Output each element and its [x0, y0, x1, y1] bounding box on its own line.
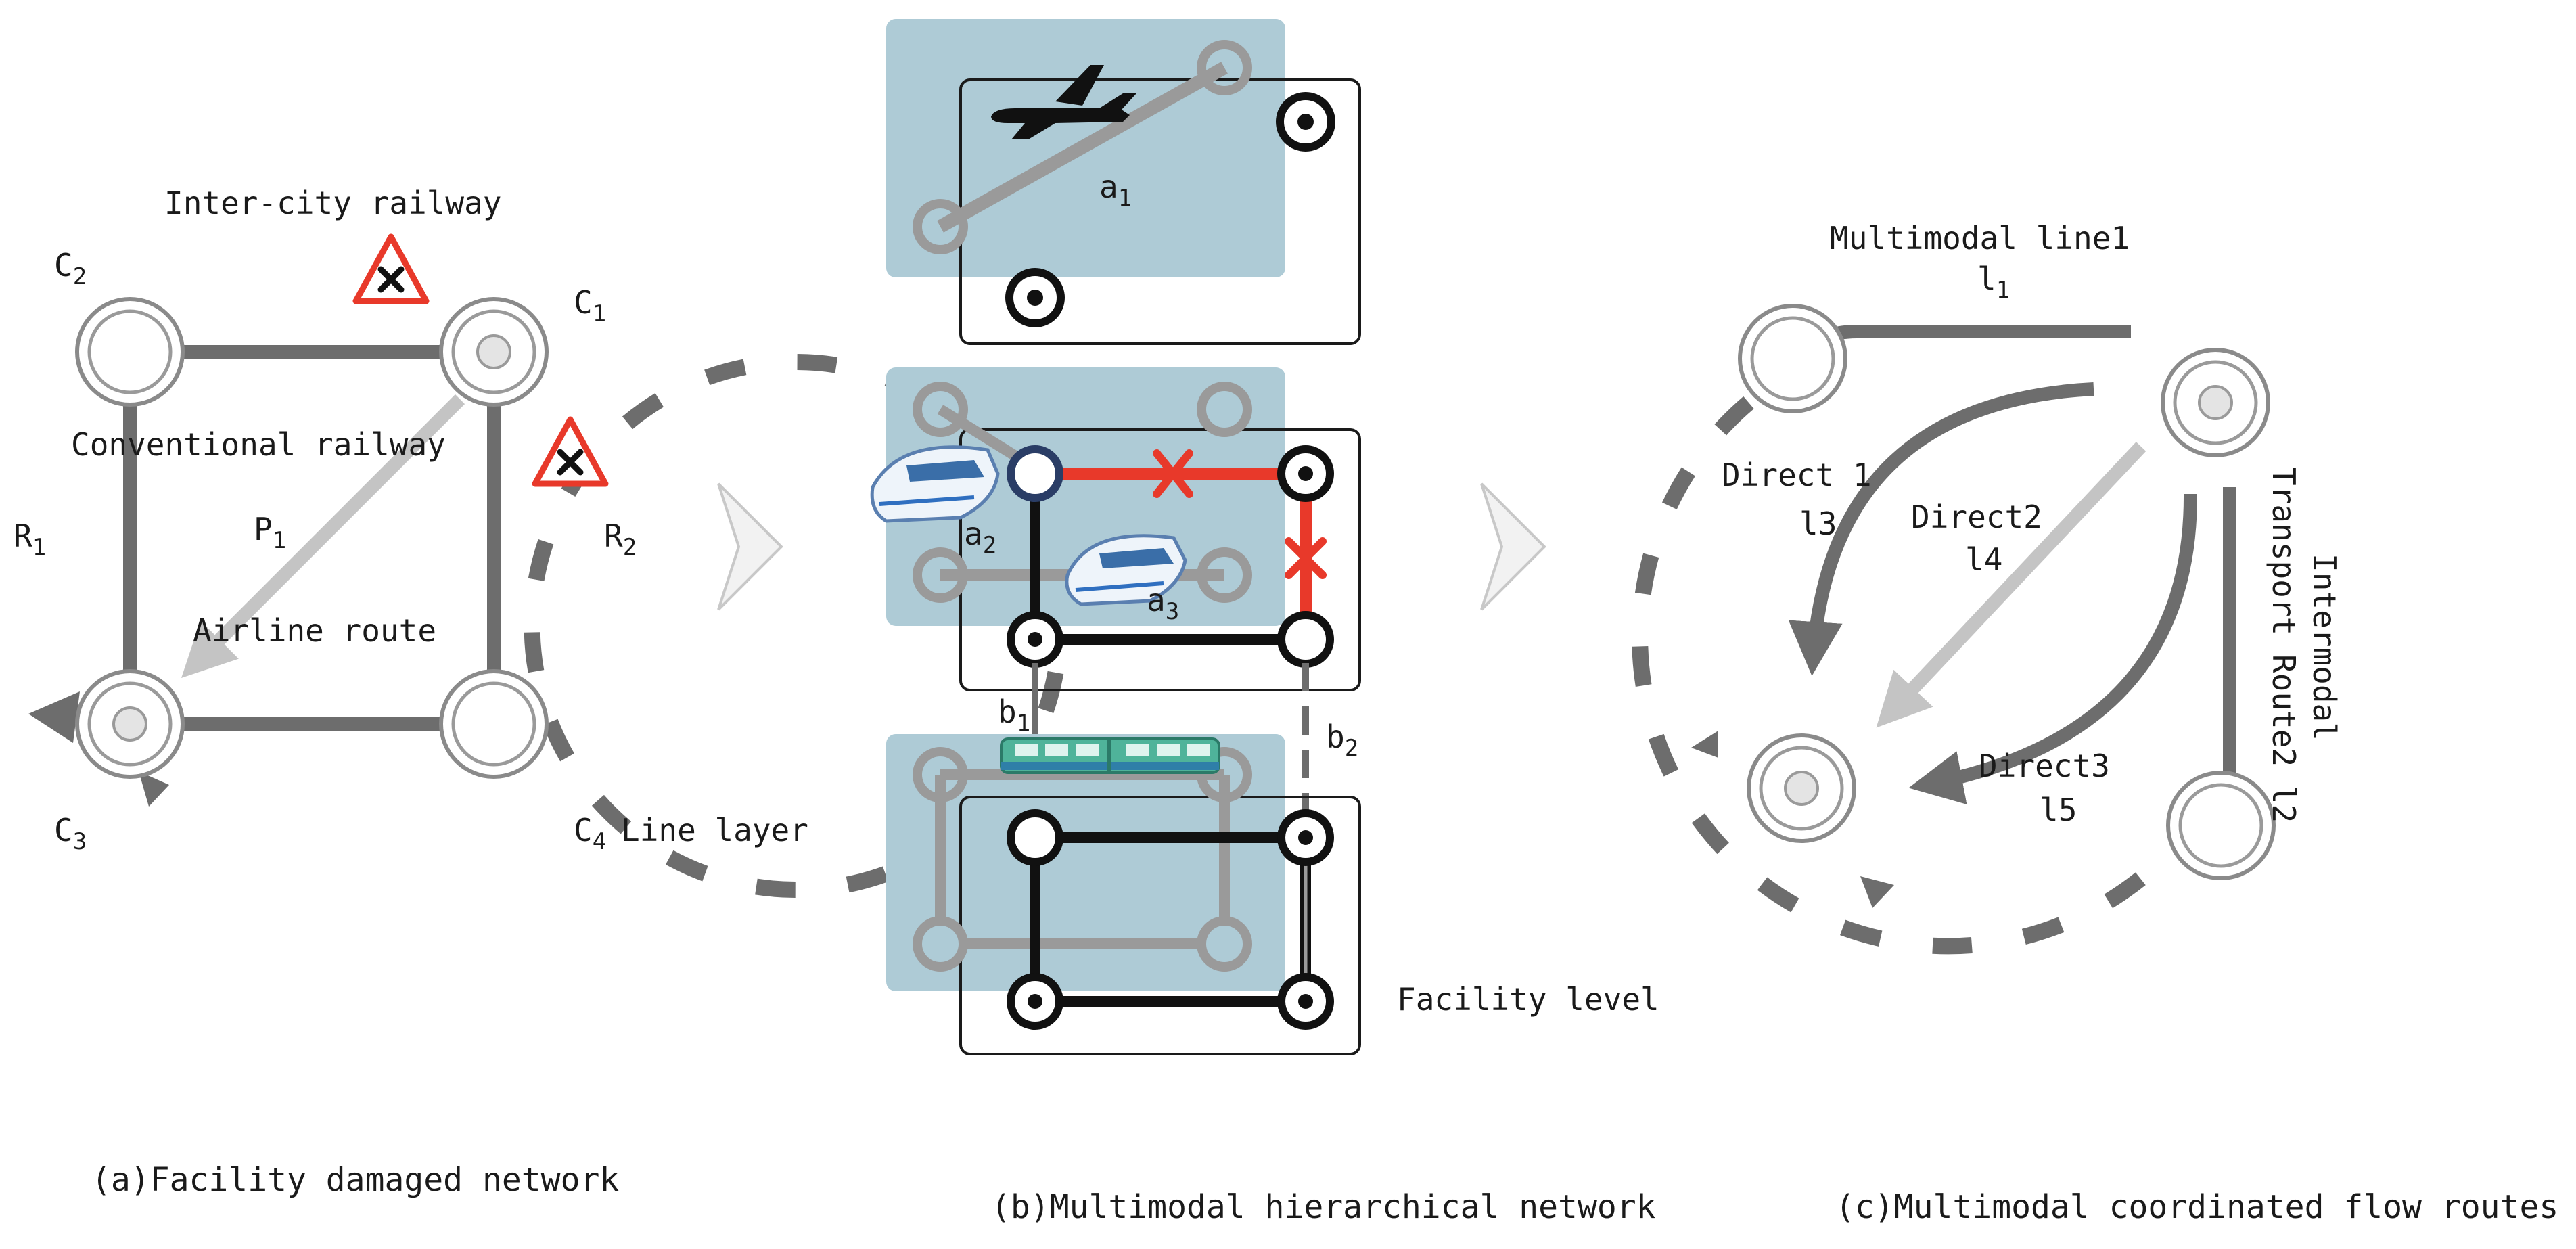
label-multimodal-line: Multimodal line1 — [1830, 220, 2130, 256]
node-c2 — [75, 297, 185, 407]
chevron-right-icon — [1480, 482, 1546, 611]
label-l5: l5 — [2040, 792, 2077, 828]
ring-intermodal-route — [1632, 396, 2153, 955]
label-p1: P1 — [254, 511, 286, 554]
terminal-node — [1007, 973, 1063, 1030]
node-c4 — [439, 669, 549, 779]
facility-node — [1197, 916, 1252, 972]
airline-route-p1 — [181, 394, 465, 678]
caption-panel-c: (c)Multimodal coordinated flow routes — [1835, 1188, 2558, 1226]
label-direct-1: Direct 1 — [1722, 457, 1872, 493]
warning-triangle-icon — [352, 233, 430, 304]
node-c-bottom-right — [2166, 771, 2276, 880]
caption-panel-a: (a)Facility damaged network — [91, 1161, 619, 1199]
rail-node — [1197, 547, 1252, 603]
label-b1: b1 — [998, 694, 1030, 737]
node-c1 — [439, 297, 549, 407]
label-l4: l4 — [1965, 541, 2002, 578]
facility-node — [913, 916, 968, 972]
terminal-node — [1007, 611, 1063, 668]
terminal-node — [1277, 973, 1334, 1030]
label-c3: C3 — [54, 812, 87, 855]
label-l1: l1 — [1977, 260, 2010, 304]
damage-x-icon — [1153, 449, 1193, 498]
label-a3: a3 — [1147, 582, 1179, 625]
label-a2: a2 — [964, 516, 996, 559]
train-icon — [1000, 737, 1220, 774]
direct-2-route — [1876, 442, 2146, 728]
terminal-node — [1005, 268, 1065, 327]
damage-x-icon — [1285, 537, 1327, 579]
node-c-top-left — [1738, 304, 1847, 413]
panel-a: Inter-city railway Conventional railway … — [14, 185, 1068, 1199]
chevron-right-icon — [717, 482, 783, 611]
label-line-layer: Line layer — [621, 812, 808, 848]
air-node — [1197, 40, 1252, 95]
station-node — [1277, 611, 1334, 668]
terminal-node — [1276, 92, 1335, 152]
label-l3: l3 — [1799, 505, 1837, 542]
ring-arrowhead-left — [1691, 731, 1718, 758]
node-c-right — [2161, 348, 2270, 457]
rail-node — [913, 382, 968, 437]
label-r1: R1 — [14, 518, 46, 561]
label-conventional-railway: Conventional railway — [71, 426, 446, 463]
station-node — [1007, 445, 1063, 502]
airplane-icon — [991, 65, 1136, 139]
label-airline-route: Airline route — [193, 612, 436, 649]
label-facility-level: Facility level — [1397, 981, 1659, 1018]
label-c2: C2 — [54, 247, 87, 290]
warning-triangle-icon — [532, 416, 609, 487]
facility-node — [913, 747, 968, 802]
ring-arrowhead-bottom — [139, 771, 169, 807]
ring-arrowhead-left — [28, 691, 80, 743]
high-speed-train-icon — [870, 445, 1000, 523]
label-intercity-railway: Inter-city railway — [164, 185, 502, 221]
terminal-node — [1277, 809, 1334, 866]
direct-1-route — [1788, 382, 2094, 676]
label-transport-route2: Transport Route2 l2 — [2266, 467, 2302, 823]
caption-panel-b: (b)Multimodal hierarchical network — [991, 1188, 1656, 1226]
station-node — [1007, 809, 1063, 866]
label-c1: C1 — [574, 284, 606, 327]
panel-c: Multimodal line1 l1 Direct 1 l3 Direct2 … — [1632, 220, 2558, 1226]
multimodal-line-l1 — [1806, 325, 2131, 352]
label-direct-2: Direct2 — [1911, 499, 2042, 535]
facility-node — [1197, 747, 1252, 802]
node-c3 — [75, 669, 185, 779]
ring-intercity-railway — [524, 354, 1068, 898]
label-r2: R2 — [604, 518, 637, 561]
label-intermodal: Intermodal — [2306, 553, 2343, 741]
high-speed-train-icon — [1065, 534, 1187, 606]
label-b2: b2 — [1326, 719, 1358, 762]
label-c4: C4 — [574, 812, 606, 855]
terminal-node — [1277, 445, 1334, 502]
node-c-bottom-left — [1747, 733, 1856, 843]
air-node — [913, 199, 968, 254]
label-a1: a1 — [1099, 168, 1132, 212]
air-link-a1 — [937, 62, 1228, 233]
rail-node — [1197, 382, 1252, 437]
direct-3-route — [1908, 493, 2198, 804]
ring-arrowhead-bottom — [1860, 876, 1894, 908]
panel-b: a1 — [870, 19, 1659, 1226]
rail-node — [913, 547, 968, 603]
label-direct-3: Direct3 — [1979, 748, 2110, 784]
